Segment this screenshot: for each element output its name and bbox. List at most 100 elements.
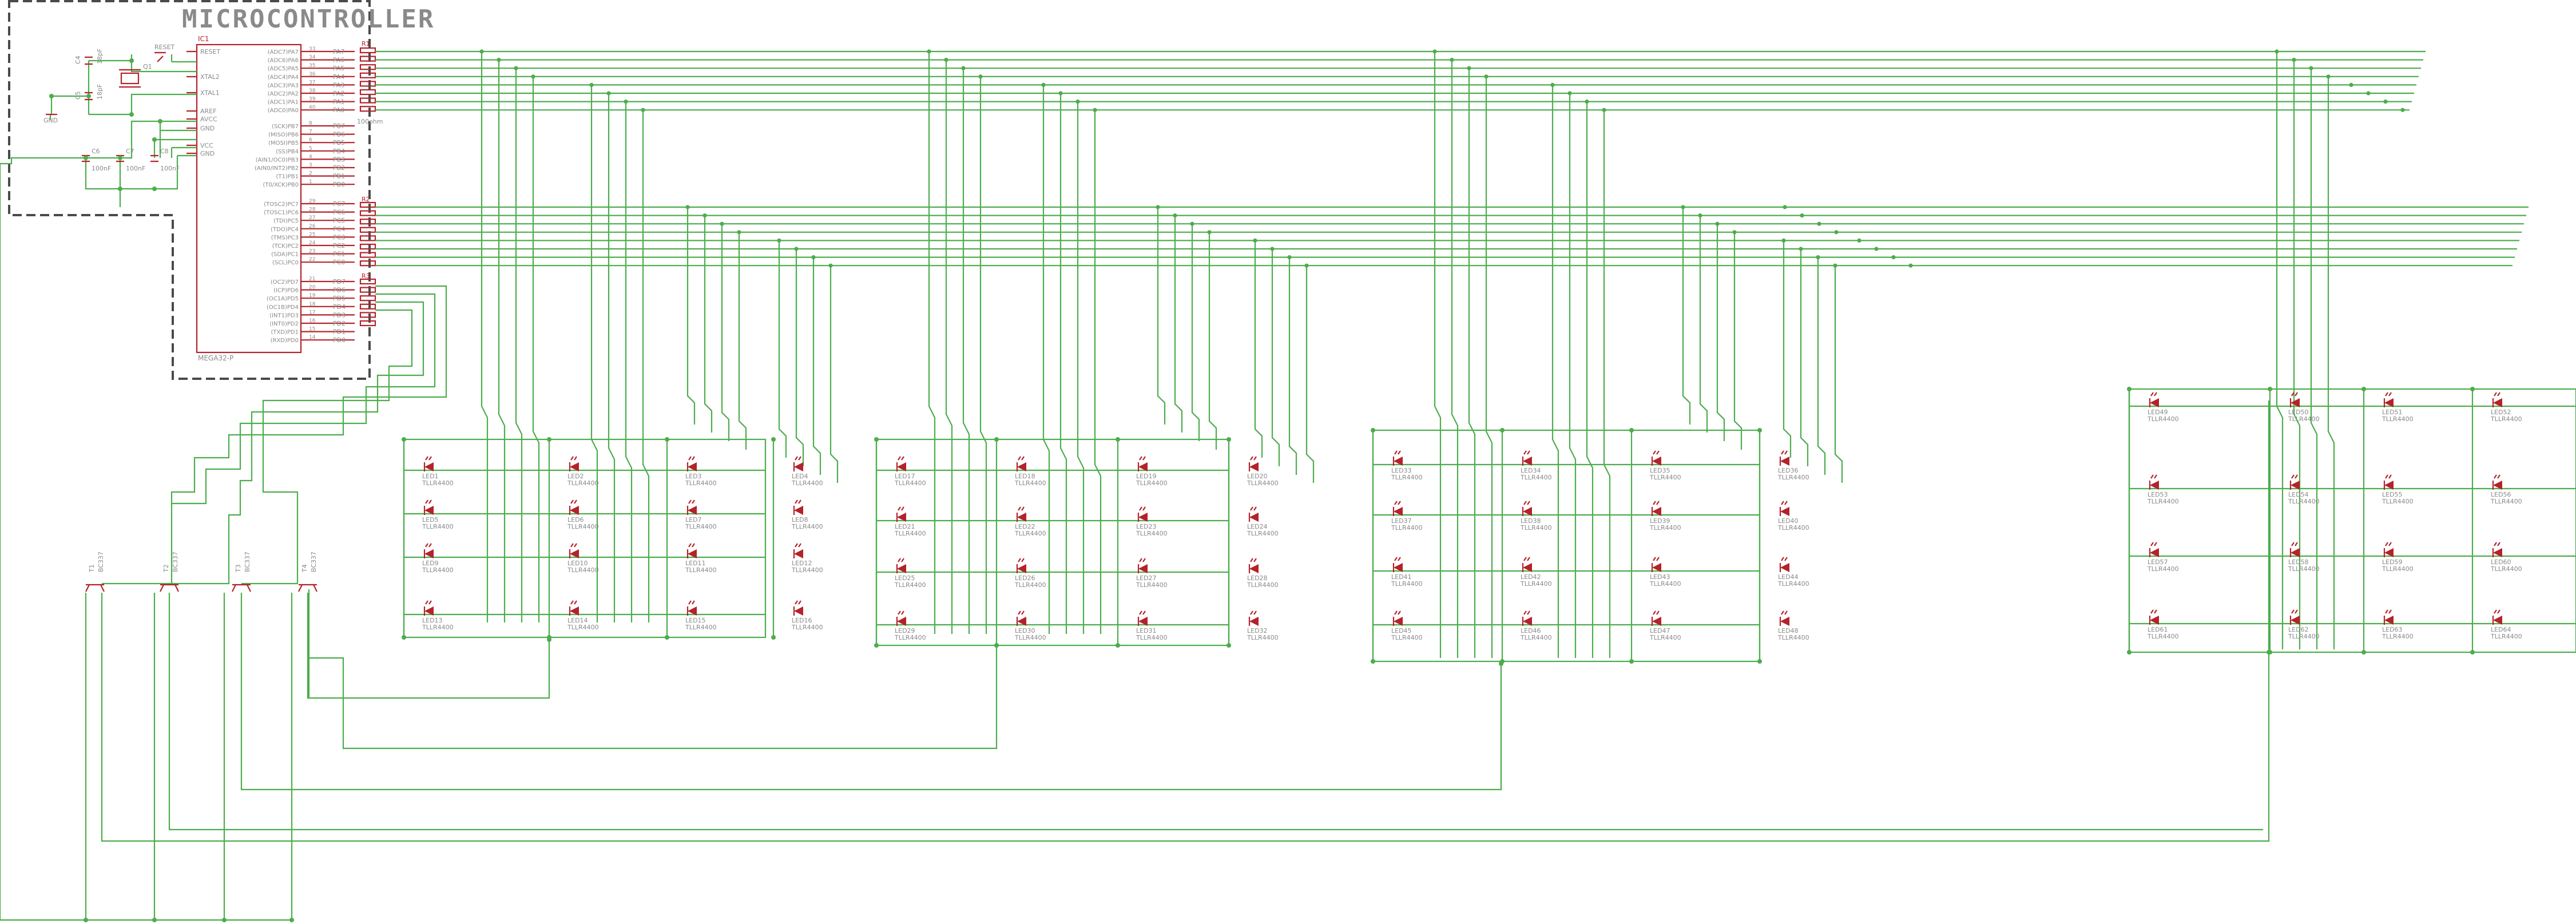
capacitor-c8[interactable]: C8 100nF	[150, 148, 180, 172]
resistor[interactable]	[359, 260, 376, 267]
resistor[interactable]	[359, 47, 376, 54]
mcu-pin-pa1-num: 39	[309, 97, 316, 102]
resistor[interactable]	[359, 287, 376, 293]
mcu-ic1[interactable]: IC1 MEGA32-P RESETXTAL2XTAL1AREFAVCCGNDV…	[186, 35, 355, 362]
resistor[interactable]	[359, 106, 376, 112]
resistor[interactable]	[359, 303, 376, 310]
resistor[interactable]	[359, 312, 376, 318]
resistor[interactable]	[359, 55, 376, 62]
resistor[interactable]	[359, 201, 376, 208]
resistor[interactable]	[359, 243, 376, 250]
reset-switch[interactable]: RESET	[154, 43, 175, 62]
crystal-q1[interactable]: Q1	[119, 63, 152, 88]
resistor[interactable]	[359, 278, 376, 285]
rpack-mid-name: R2	[362, 196, 370, 203]
resistor[interactable]	[359, 295, 376, 302]
resistor[interactable]	[359, 72, 376, 78]
resistor[interactable]	[359, 97, 376, 104]
led-value: TLLR4400	[2381, 633, 2414, 640]
capacitor-c5[interactable]: C5 18pF	[74, 84, 104, 101]
resistor[interactable]	[359, 235, 376, 241]
resistor[interactable]	[359, 89, 376, 96]
resistor[interactable]	[359, 64, 376, 70]
resistor[interactable]	[359, 81, 376, 87]
resistor[interactable]	[359, 320, 376, 327]
resistor[interactable]	[359, 252, 376, 258]
capacitor-c4[interactable]: C4 18pF	[74, 49, 104, 65]
capacitor-c6[interactable]: C6 100nF	[82, 148, 111, 172]
resistor[interactable]	[359, 210, 376, 216]
resistor[interactable]	[359, 219, 376, 225]
resistor[interactable]	[359, 227, 376, 233]
